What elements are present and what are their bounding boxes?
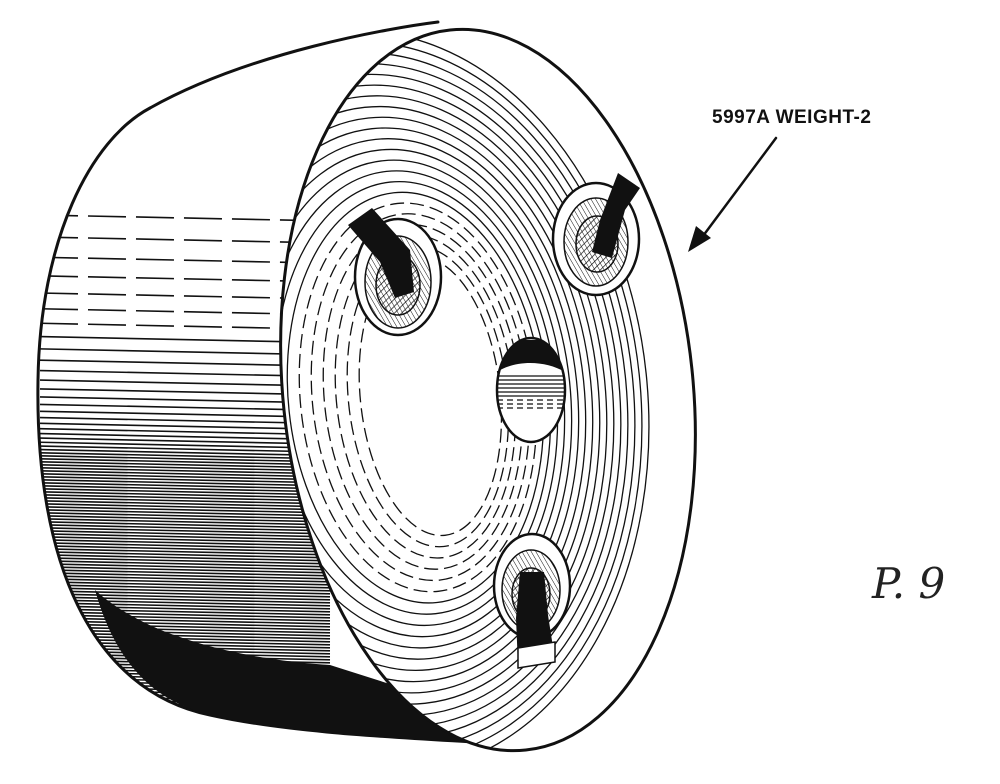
part-callout-label: 5997A WEIGHT-2: [712, 107, 871, 128]
screw-boss-upper-right: [551, 173, 641, 297]
screw-boss-bottom: [492, 532, 572, 669]
screw-boss-upper-left: [348, 208, 443, 337]
center-hole: [495, 336, 567, 444]
handwritten-page-note: P. 9: [871, 559, 945, 608]
side-shadow: [95, 590, 470, 742]
callout-arrow: [688, 136, 778, 252]
